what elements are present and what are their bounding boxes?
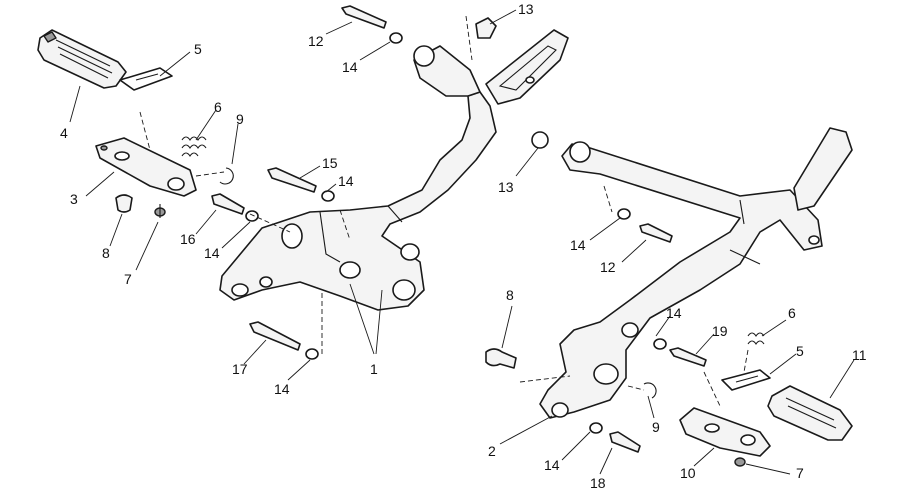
callout-12-top: 12 xyxy=(308,33,324,49)
callout-8-left: 8 xyxy=(102,245,110,261)
callout-13-right: 13 xyxy=(498,179,514,195)
callout-5-right: 5 xyxy=(796,343,804,359)
rubber-footpeg-left xyxy=(37,29,127,89)
rubber-cap-right xyxy=(485,348,517,369)
bolt-17 xyxy=(249,321,301,351)
washer-14-right xyxy=(617,208,631,220)
callout-8-right: 8 xyxy=(506,287,514,303)
bolt-18 xyxy=(609,431,641,453)
spring-left xyxy=(181,136,207,157)
callout-6-left: 6 xyxy=(214,99,222,115)
callout-14-top: 14 xyxy=(342,59,358,75)
callout-14-mid: 14 xyxy=(338,173,354,189)
spacer-13-right xyxy=(531,131,549,149)
callout-11: 11 xyxy=(852,347,867,363)
footpeg-bracket-right xyxy=(679,407,771,457)
footpeg-plate-left xyxy=(119,67,173,91)
bolt-12-top xyxy=(341,5,387,29)
callout-14-lower: 14 xyxy=(666,305,682,321)
callout-18: 18 xyxy=(590,475,606,491)
callout-14-left: 14 xyxy=(204,245,220,261)
nut-13-top xyxy=(475,17,497,39)
washer-14-bottom xyxy=(305,348,319,360)
rubber-footpeg-right xyxy=(767,385,853,441)
washer-14-bottom-right xyxy=(589,422,603,434)
assembly-lines xyxy=(139,15,749,407)
callout-4: 4 xyxy=(60,125,68,141)
callout-14-bottom-right: 14 xyxy=(544,457,560,473)
frame-bracket-right xyxy=(539,141,823,419)
callout-19: 19 xyxy=(712,323,728,339)
screw-right xyxy=(734,457,746,467)
callout-17: 17 xyxy=(232,361,248,377)
callout-13-top: 13 xyxy=(518,1,534,17)
washer-14-left xyxy=(245,210,259,222)
bolt-19 xyxy=(669,347,707,367)
callout-7-left: 7 xyxy=(124,271,132,287)
bolt-15 xyxy=(267,167,317,193)
callout-3: 3 xyxy=(70,191,78,207)
callout-14-bottom: 14 xyxy=(274,381,290,397)
callout-labels: 13 12 14 5 6 9 4 3 8 7 15 14 16 14 17 14… xyxy=(60,1,867,491)
callout-5-left: 5 xyxy=(194,41,202,57)
leader-lines xyxy=(69,9,855,475)
washer-14-top xyxy=(389,32,403,44)
frame-bracket-left xyxy=(219,45,497,311)
footpeg-bracket-left xyxy=(95,137,197,197)
callout-9-left: 9 xyxy=(236,111,244,127)
callout-2: 2 xyxy=(488,443,496,459)
callout-14-right: 14 xyxy=(570,237,586,253)
passenger-handle-left xyxy=(485,29,569,105)
passenger-handle-right xyxy=(793,127,853,211)
callout-10: 10 xyxy=(680,465,696,481)
washer-14-lower xyxy=(653,338,667,350)
washer-14-mid xyxy=(321,190,335,202)
callout-1: 1 xyxy=(370,361,378,377)
callout-12-right: 12 xyxy=(600,259,616,275)
callout-6-right: 6 xyxy=(788,305,796,321)
screw-left xyxy=(154,204,166,218)
rubber-cap-left xyxy=(115,194,133,213)
circlip-right xyxy=(643,382,657,399)
circlip-left xyxy=(219,167,234,185)
callout-15: 15 xyxy=(322,155,338,171)
bolt-16 xyxy=(211,193,245,215)
callout-9-right: 9 xyxy=(652,419,660,435)
bolt-12-right xyxy=(639,223,673,243)
spring-right xyxy=(747,332,765,345)
footpeg-plate-right xyxy=(721,369,771,391)
callout-16: 16 xyxy=(180,231,196,247)
callout-7-right: 7 xyxy=(796,465,804,481)
